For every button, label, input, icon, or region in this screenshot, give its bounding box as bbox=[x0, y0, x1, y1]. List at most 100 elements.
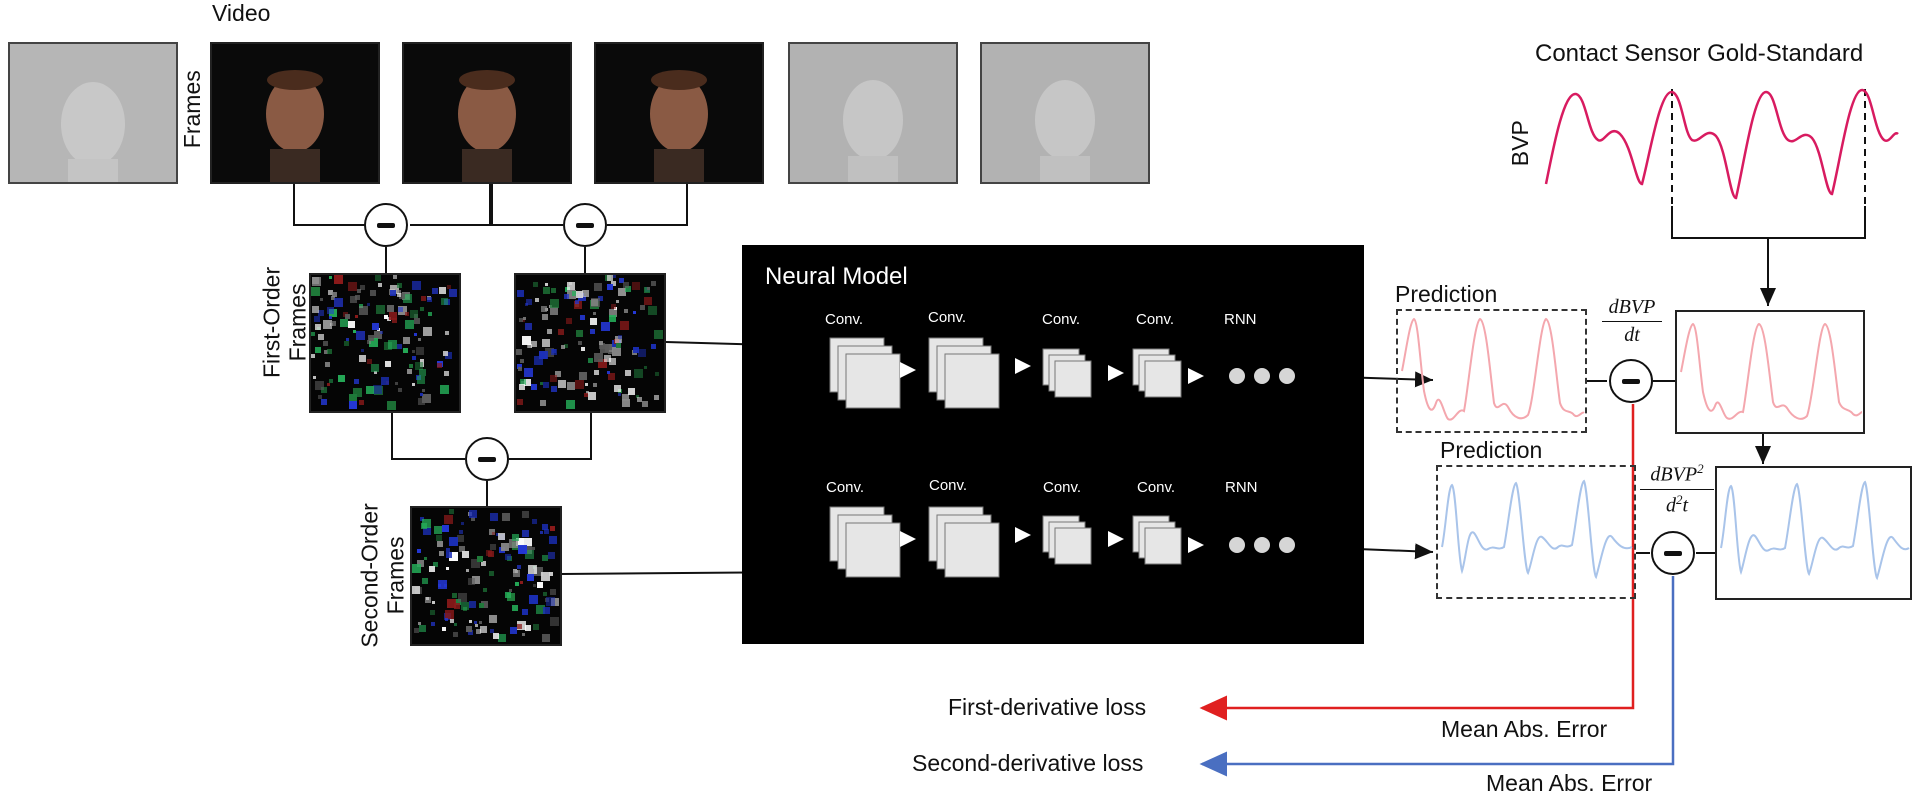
noise-pixel bbox=[459, 530, 463, 534]
noise-pixel bbox=[367, 303, 370, 306]
noise-pixel bbox=[533, 624, 539, 630]
noise-pixel bbox=[380, 331, 383, 334]
noise-pixel bbox=[444, 515, 453, 524]
neural-model-title: Neural Model bbox=[765, 263, 908, 290]
noise-pixel bbox=[644, 297, 652, 305]
noise-pixel bbox=[566, 318, 572, 324]
noise-pixel bbox=[410, 310, 418, 318]
noise-pixel bbox=[611, 304, 616, 309]
noise-pixel bbox=[422, 389, 425, 392]
noise-pixel bbox=[447, 285, 451, 289]
noise-pixel bbox=[403, 337, 410, 344]
noise-pixel bbox=[374, 371, 377, 374]
noise-pixel bbox=[332, 292, 337, 297]
noise-pixel bbox=[540, 382, 543, 385]
noise-pixel bbox=[532, 519, 537, 524]
noise-pixel bbox=[468, 578, 475, 585]
noise-pixel bbox=[654, 330, 663, 339]
noise-pixel bbox=[439, 551, 444, 556]
noise-pixel bbox=[398, 307, 403, 312]
noise-pixel bbox=[340, 319, 348, 327]
noise-pixel bbox=[540, 351, 548, 359]
first-derivative-numerator: dBVP bbox=[1602, 296, 1662, 322]
top-conv-block-4 bbox=[1132, 348, 1182, 398]
noise-pixel bbox=[543, 607, 550, 614]
noise-pixel bbox=[434, 526, 442, 534]
noise-pixel bbox=[498, 634, 506, 642]
noise-pixel bbox=[475, 624, 478, 627]
noise-pixel bbox=[366, 386, 374, 394]
noise-pixel bbox=[625, 370, 631, 376]
video-frame-4 bbox=[594, 42, 764, 184]
wire-first1-minus3 bbox=[391, 413, 465, 460]
noise-pixel bbox=[420, 307, 424, 311]
noise-pixel bbox=[422, 578, 428, 584]
noise-pixel bbox=[422, 519, 431, 528]
noise-pixel bbox=[420, 393, 423, 396]
noise-pixel bbox=[315, 324, 321, 330]
noise-pixel bbox=[614, 385, 621, 392]
noise-pixel bbox=[622, 399, 630, 407]
noise-pixel bbox=[531, 384, 537, 390]
noise-pixel bbox=[585, 383, 588, 386]
noise-pixel bbox=[420, 359, 424, 363]
noise-pixel bbox=[445, 331, 449, 335]
noise-pixel bbox=[405, 320, 414, 329]
noise-pixel bbox=[541, 306, 547, 312]
noise-pixel bbox=[359, 306, 368, 315]
noise-pixel bbox=[525, 323, 532, 330]
noise-pixel bbox=[489, 571, 494, 576]
noise-pixel bbox=[543, 382, 549, 388]
second-order-frame bbox=[410, 506, 562, 646]
noise-pixel bbox=[353, 388, 362, 397]
second-derivative-denominator-row: d2t bbox=[1640, 490, 1714, 518]
noise-pixel bbox=[628, 388, 635, 395]
noise-pixel bbox=[580, 315, 585, 320]
noise-pixel bbox=[526, 299, 532, 305]
wire-frame3-minus1 bbox=[410, 182, 491, 226]
noise-pixel bbox=[522, 633, 525, 636]
noise-pixel bbox=[509, 589, 512, 592]
noise-pixel bbox=[452, 593, 457, 598]
noise-pixel bbox=[438, 580, 447, 589]
noise-pixel bbox=[449, 509, 454, 514]
noise-pixel bbox=[488, 551, 494, 557]
noise-pixel bbox=[525, 550, 534, 559]
noise-pixel bbox=[607, 275, 613, 281]
noise-pixel bbox=[567, 290, 576, 299]
top-layer-label-3: Conv. bbox=[1042, 311, 1081, 328]
first-derivative-fraction: dBVP dt bbox=[1602, 296, 1662, 347]
bottom-layer-label-2: Conv. bbox=[929, 477, 968, 494]
noise-pixel bbox=[389, 312, 397, 320]
noise-pixel bbox=[415, 362, 423, 370]
noise-pixel bbox=[515, 582, 519, 586]
top-layer-label-2: Conv. bbox=[928, 309, 967, 326]
noise-pixel bbox=[405, 312, 409, 316]
noise-pixel bbox=[618, 288, 626, 296]
noise-pixel bbox=[561, 345, 565, 349]
noise-pixel bbox=[311, 354, 315, 358]
first-order-label: First-Order Frames bbox=[259, 247, 312, 397]
noise-pixel bbox=[647, 287, 650, 290]
noise-pixel bbox=[545, 283, 548, 286]
noise-pixel bbox=[534, 356, 543, 365]
noise-pixel bbox=[372, 323, 379, 330]
noise-pixel bbox=[558, 380, 566, 388]
noise-pixel bbox=[369, 338, 378, 347]
noise-pixel bbox=[445, 610, 454, 619]
second-derivative-fraction: dBVP2 d2t bbox=[1640, 461, 1714, 517]
noise-pixel bbox=[522, 511, 529, 518]
noise-pixel bbox=[616, 300, 619, 303]
video-frame-6-faded bbox=[980, 42, 1150, 184]
target-panel-first bbox=[1675, 310, 1865, 434]
noise-pixel bbox=[419, 625, 426, 632]
noise-pixel bbox=[454, 623, 457, 626]
noise-pixel bbox=[594, 353, 603, 362]
noise-pixel bbox=[566, 400, 575, 409]
noise-pixel bbox=[329, 379, 333, 383]
noise-pixel bbox=[321, 399, 327, 405]
noise-pixel bbox=[531, 341, 537, 347]
subtract-node-4 bbox=[1609, 359, 1653, 403]
noise-pixel bbox=[432, 601, 435, 604]
second-derivative-numerator-row: dBVP2 bbox=[1640, 461, 1714, 490]
